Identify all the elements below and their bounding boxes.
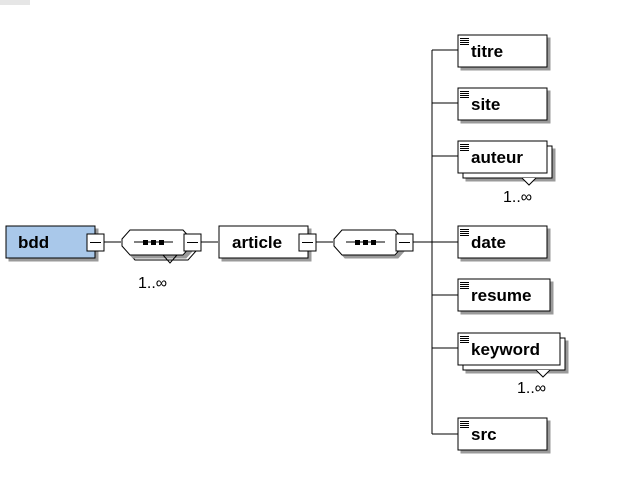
occurrence-label: 1..∞ <box>503 189 532 206</box>
text-content-icon <box>460 91 469 98</box>
text-content-icon <box>460 229 469 236</box>
sequence-compositor-1[interactable]: 1..∞ <box>121 229 202 292</box>
element-article-label: article <box>232 233 282 252</box>
element-keyword-label: keyword <box>471 340 540 359</box>
sequence-icon <box>134 240 173 245</box>
occurrence-label: 1..∞ <box>517 380 546 397</box>
connector-sequence-children <box>413 49 458 435</box>
element-titre-label: titre <box>471 42 503 61</box>
element-titre[interactable]: titre <box>457 34 548 68</box>
sequence-compositor-2[interactable] <box>333 229 414 256</box>
root-element-label: bdd <box>18 233 49 252</box>
element-src-label: src <box>471 425 497 444</box>
element-date[interactable]: date <box>457 225 548 259</box>
element-keyword[interactable]: keyword 1..∞ <box>457 332 566 397</box>
element-article[interactable]: article <box>218 225 317 259</box>
text-content-icon <box>460 38 469 45</box>
element-resume-label: resume <box>471 286 531 305</box>
text-content-icon <box>460 144 469 151</box>
element-resume[interactable]: resume <box>457 278 551 312</box>
root-element-bdd[interactable]: bdd <box>5 225 105 259</box>
element-auteur-label: auteur <box>471 148 523 167</box>
text-content-icon <box>460 421 469 428</box>
collapse-toggle-icon[interactable] <box>86 233 105 252</box>
element-site-label: site <box>471 95 500 114</box>
occurrence-label: 1..∞ <box>138 275 167 292</box>
element-auteur[interactable]: auteur 1..∞ <box>457 140 553 206</box>
element-site[interactable]: site <box>457 87 548 121</box>
text-content-icon <box>460 282 469 289</box>
element-src[interactable]: src <box>457 417 548 451</box>
collapse-toggle-icon[interactable] <box>395 233 414 252</box>
sequence-icon <box>346 240 385 245</box>
collapse-toggle-icon[interactable] <box>183 233 202 252</box>
text-content-icon <box>460 336 469 343</box>
element-date-label: date <box>471 233 506 252</box>
collapse-toggle-icon[interactable] <box>298 233 317 252</box>
